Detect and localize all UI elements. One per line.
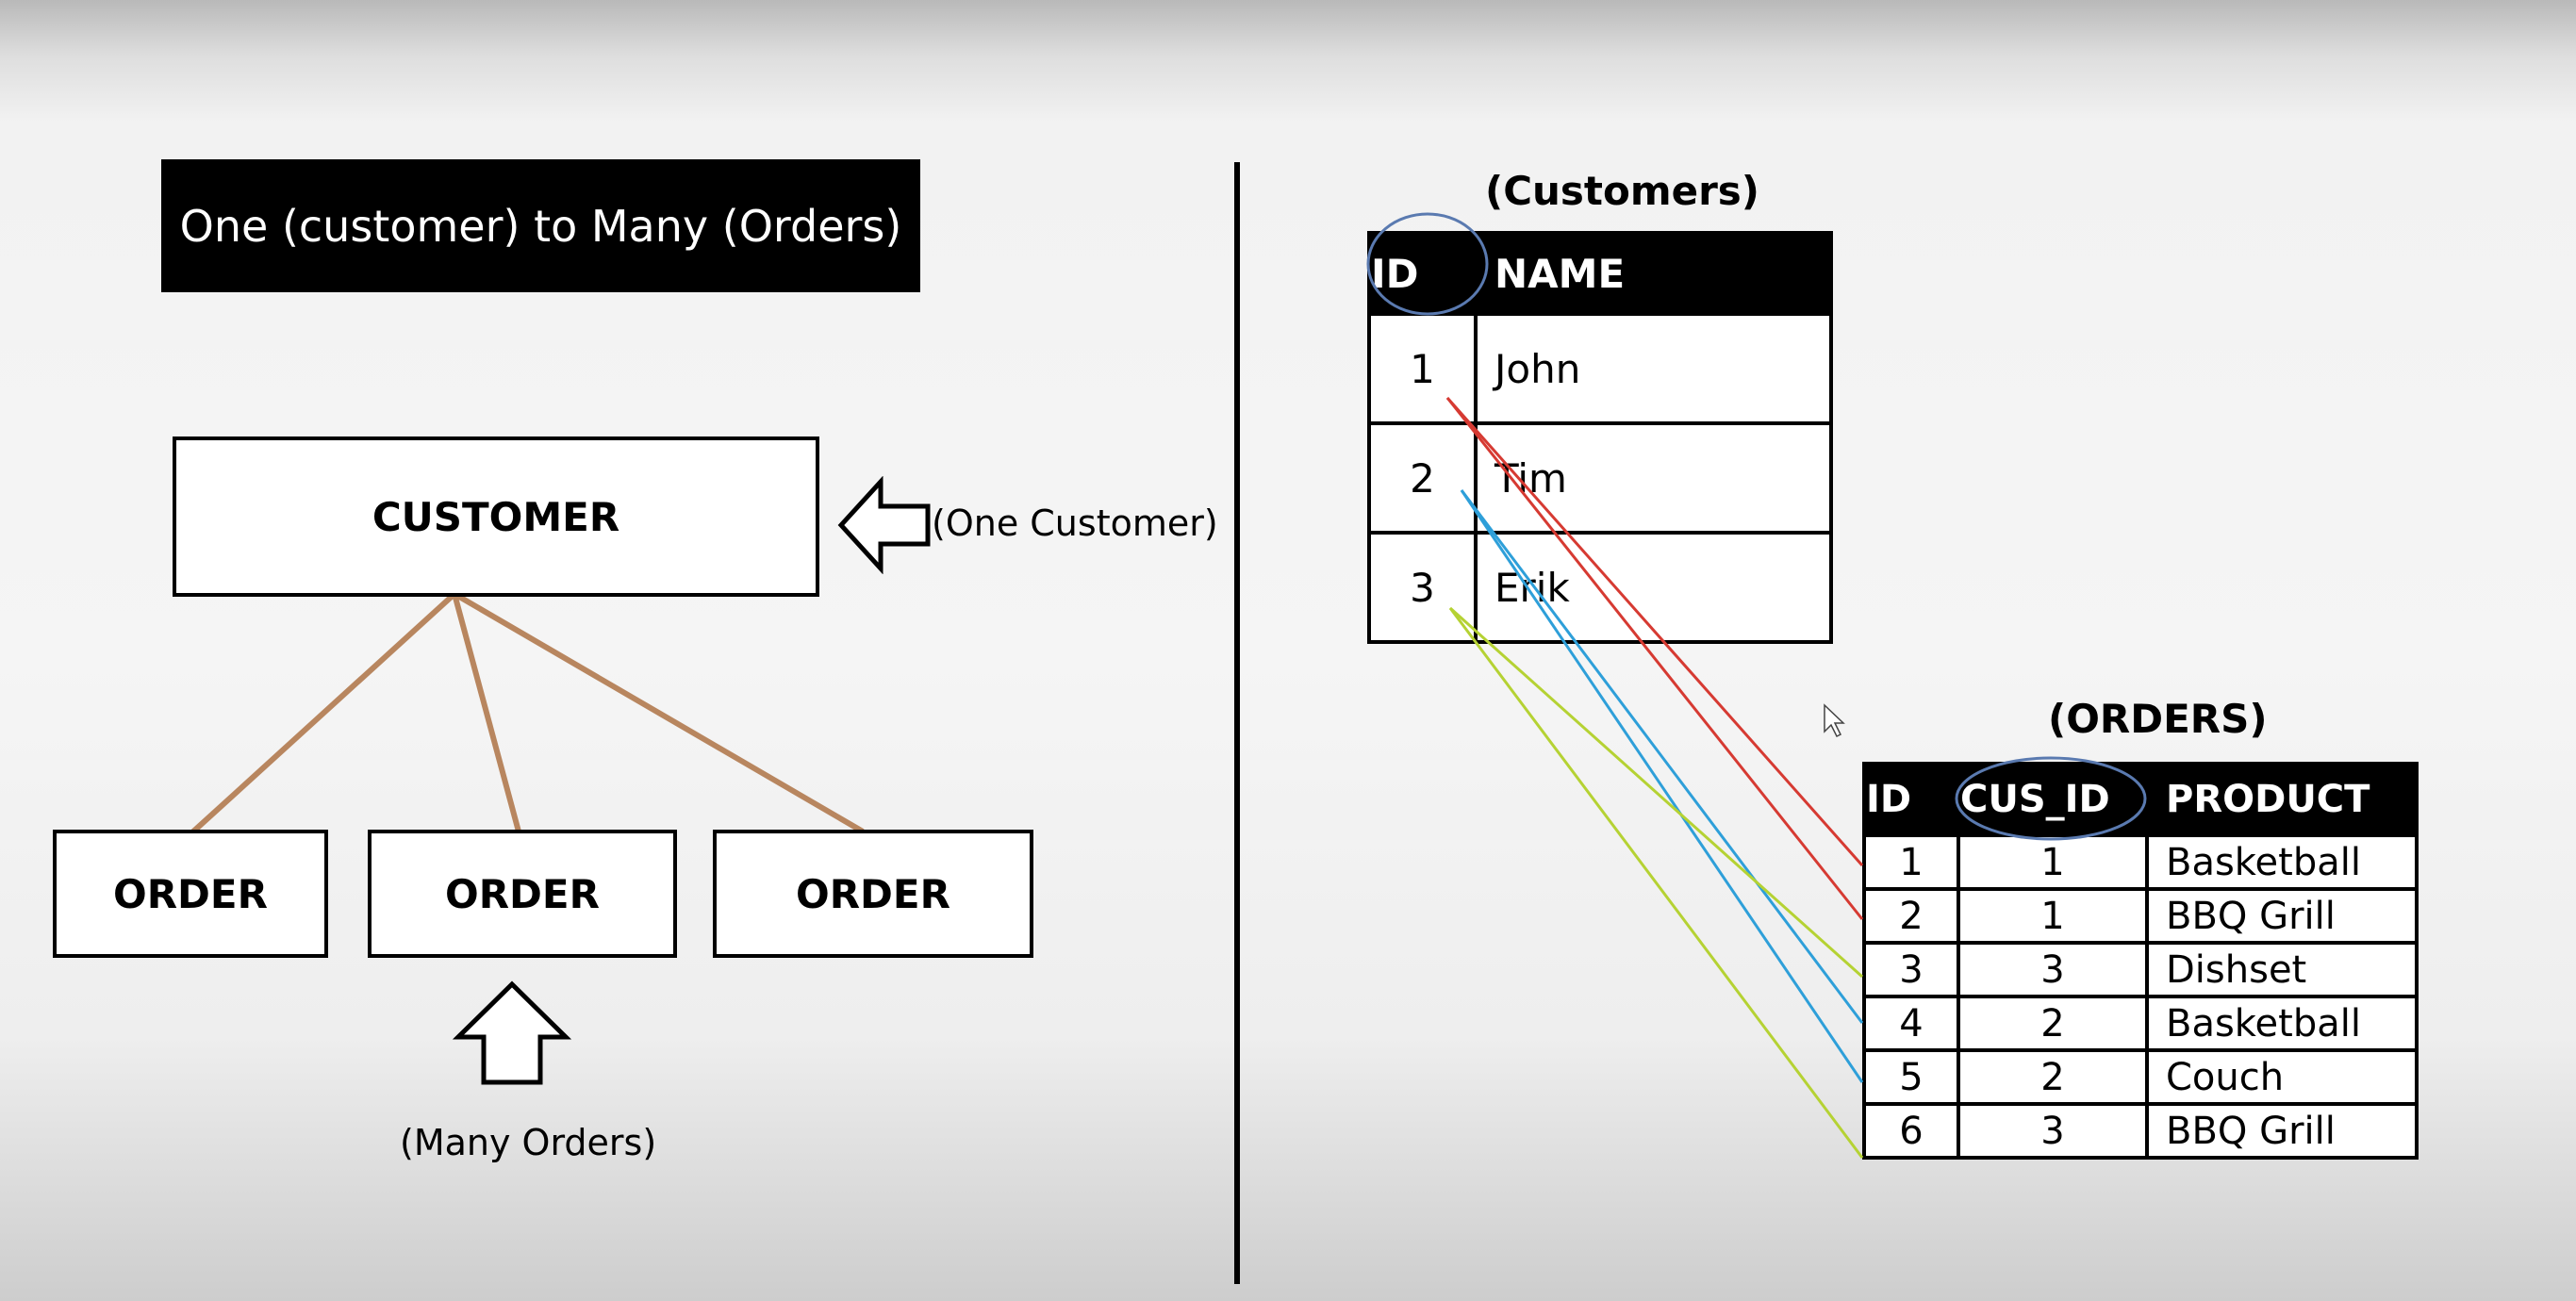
- order-cus-id-cell: 1: [1957, 833, 2149, 891]
- customers-header-row: ID NAME: [1367, 231, 1833, 316]
- arrow-up-outline-icon: [453, 980, 571, 1085]
- link-customer-3-order-6: [1448, 607, 1864, 1159]
- customer-name-cell: Tim: [1474, 421, 1833, 535]
- order-product-cell: Basketball: [2145, 995, 2419, 1052]
- order-entity-box-3: ORDER: [713, 830, 1033, 958]
- customer-entity-box: CUSTOMER: [173, 436, 819, 597]
- many-orders-label: (Many Orders): [400, 1122, 657, 1163]
- table-row: 3 3 Dishset: [1862, 941, 2419, 998]
- table-row: 3 Erik: [1367, 531, 1833, 644]
- table-row: 1 John: [1367, 312, 1833, 425]
- order-id-cell: 6: [1862, 1102, 1960, 1160]
- order-id-cell: 5: [1862, 1048, 1960, 1106]
- orders-table: ID CUS_ID PRODUCT 1 1 Basketball 2 1 BBQ…: [1862, 762, 2419, 1160]
- vertical-divider: [1234, 162, 1240, 1284]
- table-row: 1 1 Basketball: [1862, 833, 2419, 891]
- arrow-left-outline-icon: [837, 476, 931, 574]
- orders-header-cus-id: CUS_ID: [1957, 762, 2149, 837]
- table-row: 6 3 BBQ Grill: [1862, 1102, 2419, 1160]
- customers-header-id: ID: [1367, 231, 1478, 316]
- order-product-cell: Basketball: [2145, 833, 2419, 891]
- tree-line-middle: [452, 593, 521, 832]
- table-row: 4 2 Basketball: [1862, 995, 2419, 1052]
- orders-header-product: PRODUCT: [2145, 762, 2419, 837]
- order-id-cell: 1: [1862, 833, 1960, 891]
- order-product-cell: Dishset: [2145, 941, 2419, 998]
- order-cus-id-cell: 3: [1957, 1102, 2149, 1160]
- order-entity-box-2: ORDER: [368, 830, 677, 958]
- customers-table: ID NAME 1 John 2 Tim 3 Erik: [1367, 231, 1833, 644]
- order-id-cell: 2: [1862, 887, 1960, 945]
- order-id-cell: 4: [1862, 995, 1960, 1052]
- order-product-cell: BBQ Grill: [2145, 1102, 2419, 1160]
- order-id-cell: 3: [1862, 941, 1960, 998]
- customer-id-cell: 3: [1367, 531, 1478, 644]
- table-row: 2 Tim: [1367, 421, 1833, 535]
- orders-table-caption: (ORDERS): [2048, 696, 2268, 742]
- orders-header-id: ID: [1862, 762, 1960, 837]
- customers-table-caption: (Customers): [1485, 168, 1760, 214]
- table-row: 2 1 BBQ Grill: [1862, 887, 2419, 945]
- customer-id-cell: 1: [1367, 312, 1478, 425]
- order-cus-id-cell: 1: [1957, 887, 2149, 945]
- link-customer-3-order-3: [1448, 606, 1864, 979]
- tree-line-left: [190, 591, 457, 834]
- diagram-title-banner: One (customer) to Many (Orders): [161, 159, 920, 292]
- order-product-cell: BBQ Grill: [2145, 887, 2419, 945]
- one-customer-label: (One Customer): [932, 502, 1218, 544]
- table-row: 5 2 Couch: [1862, 1048, 2419, 1106]
- order-cus-id-cell: 3: [1957, 941, 2149, 998]
- customers-header-name: NAME: [1474, 231, 1833, 316]
- customer-id-cell: 2: [1367, 421, 1478, 535]
- customer-name-cell: John: [1474, 312, 1833, 425]
- order-product-cell: Couch: [2145, 1048, 2419, 1106]
- mouse-cursor-icon: [1824, 703, 1845, 738]
- orders-header-row: ID CUS_ID PRODUCT: [1862, 762, 2419, 837]
- tree-line-right: [453, 591, 865, 834]
- order-entity-box-1: ORDER: [53, 830, 328, 958]
- customer-name-cell: Erik: [1474, 531, 1833, 644]
- order-cus-id-cell: 2: [1957, 1048, 2149, 1106]
- order-cus-id-cell: 2: [1957, 995, 2149, 1052]
